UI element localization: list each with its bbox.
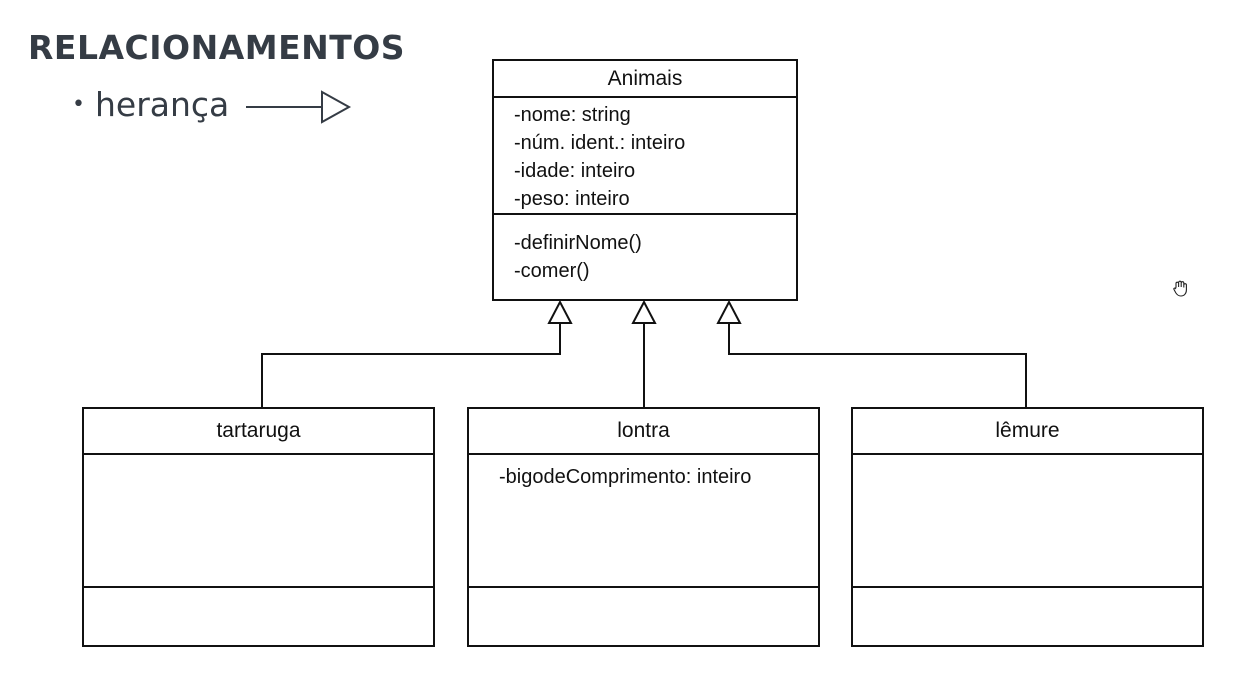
class-name: lontra <box>469 409 818 455</box>
attribute: -núm. ident.: inteiro <box>514 132 686 154</box>
class-name: lêmure <box>853 409 1202 455</box>
bullet-text: herança <box>94 84 230 124</box>
class-lemure: lêmure <box>851 407 1204 647</box>
class-methods: -definirNome() -comer() <box>494 215 796 285</box>
attribute: -idade: inteiro <box>514 160 636 182</box>
attribute: -bigodeComprimento: inteiro <box>499 466 752 488</box>
class-name: tartaruga <box>84 409 433 455</box>
class-attributes <box>84 455 433 588</box>
class-attributes <box>853 455 1202 588</box>
hand-grab-icon <box>1173 280 1187 297</box>
connector-lemure <box>728 323 1027 408</box>
class-name: Animais <box>494 61 796 98</box>
class-lontra: lontra -bigodeComprimento: inteiro <box>467 407 820 647</box>
inheritance-triangle-lontra <box>631 299 657 324</box>
method: -comer() <box>514 260 590 282</box>
inheritance-triangle-lemure <box>716 299 742 324</box>
inheritance-triangle-tartaruga <box>547 299 573 324</box>
class-animais: Animais -nome: string -núm. ident.: inte… <box>492 59 798 301</box>
slide-title: RELACIONAMENTOS <box>28 28 406 67</box>
inheritance-arrow-icon <box>246 90 352 124</box>
bullet-item: • herança <box>72 84 229 124</box>
connector-tartaruga <box>261 323 561 408</box>
class-tartaruga: tartaruga <box>82 407 435 647</box>
class-attributes: -bigodeComprimento: inteiro <box>469 455 818 588</box>
method: -definirNome() <box>514 232 642 254</box>
bullet-marker: • <box>72 91 85 117</box>
attribute: -peso: inteiro <box>514 188 630 210</box>
attribute: -nome: string <box>514 104 631 126</box>
class-attributes: -nome: string -núm. ident.: inteiro -ida… <box>494 98 796 215</box>
